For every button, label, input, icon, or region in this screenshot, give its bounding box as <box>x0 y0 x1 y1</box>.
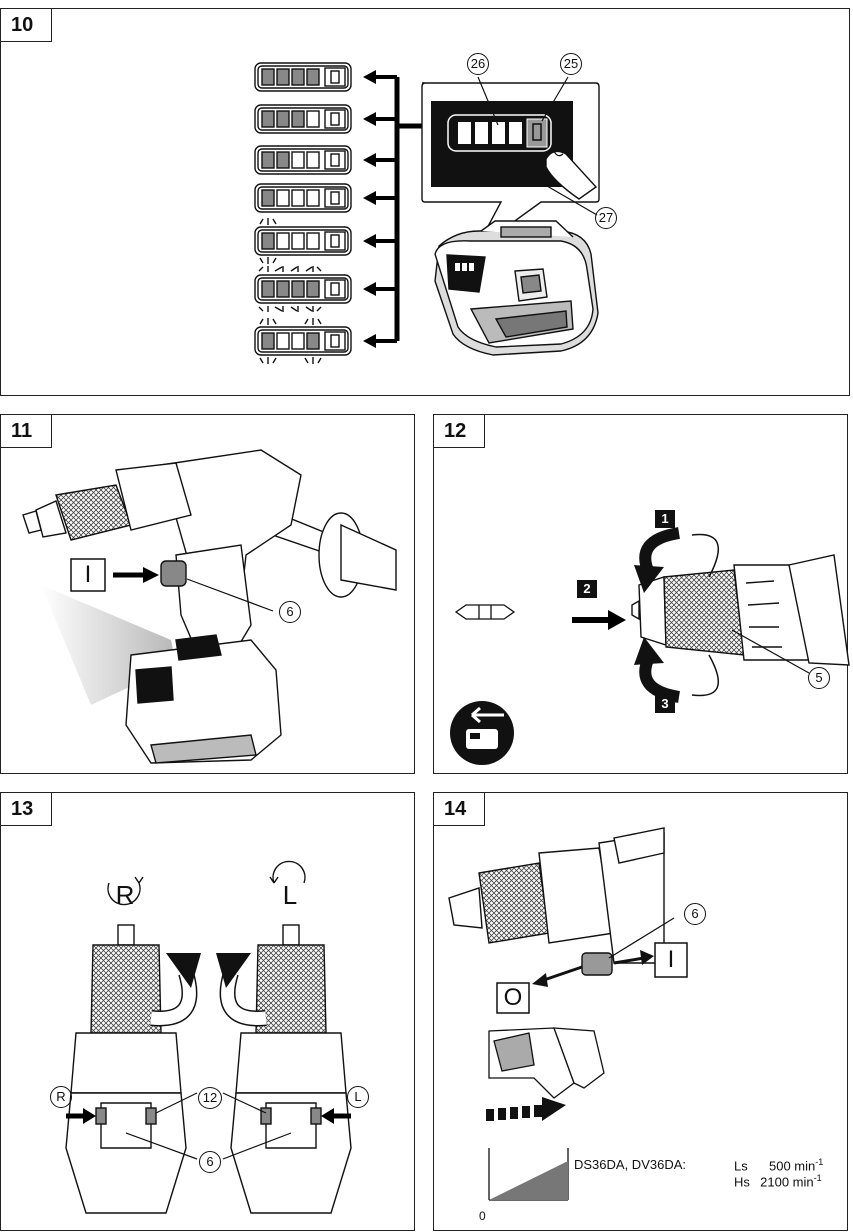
battery-pack-illustration <box>434 220 599 356</box>
speed-high: Hs 2100 min-1 <box>734 1173 822 1189</box>
callout-12: 12 <box>198 1087 222 1109</box>
figure-number: 13 <box>0 792 52 826</box>
speed-graph-zero: 0 <box>479 1209 486 1223</box>
battery-indicator-diagram <box>254 62 600 364</box>
drill-switch-illustration <box>22 449 397 764</box>
rotation-right-symbol: R <box>115 880 135 910</box>
speed-control-illustration <box>448 827 688 1201</box>
figure-14: 14 <box>433 792 848 1231</box>
speed-high-label: Hs <box>734 1174 750 1190</box>
figure-10: 10 <box>0 8 850 396</box>
callout-25: 25 <box>560 53 582 75</box>
switch-on-symbol: I <box>667 946 675 973</box>
speed-low: Ls 500 min-1 <box>734 1157 823 1173</box>
indicator-row-4-lit <box>254 62 352 92</box>
callout-26: 26 <box>467 53 489 75</box>
step-2: 2 <box>583 581 591 596</box>
bit-install-illustration <box>450 510 850 765</box>
callout-5: 5 <box>808 667 830 689</box>
switch-off-symbol: O <box>503 984 523 1011</box>
indicator-arrows <box>363 70 447 348</box>
callout-6: 6 <box>684 903 706 925</box>
figure-number: 10 <box>0 8 52 42</box>
rotation-right-small-symbol: R <box>50 1086 72 1108</box>
speed-unit-exp: -1 <box>815 1157 824 1167</box>
speed-low-label: Ls <box>734 1158 748 1174</box>
indicator-zoom-callout <box>421 76 600 250</box>
speed-high-value: 2100 min <box>760 1174 814 1190</box>
figure-11: 11 <box>0 414 415 774</box>
callout-6: 6 <box>199 1151 221 1173</box>
speed-models: DS36DA, DV36DA: <box>574 1157 686 1172</box>
speed-unit-exp: -1 <box>813 1173 822 1183</box>
indicator-row-ends-blinking <box>254 318 352 364</box>
rotation-switch-illustration <box>65 860 352 1214</box>
step-3: 3 <box>661 696 669 711</box>
rotation-left-small-symbol: L <box>347 1086 369 1108</box>
rotation-left-symbol: L <box>282 880 298 910</box>
figure-number: 14 <box>433 792 485 826</box>
indicator-row-1-lit <box>254 183 352 213</box>
figure-number: 11 <box>0 414 52 448</box>
callout-27: 27 <box>595 207 617 229</box>
indicator-row-1-blinking <box>254 218 352 264</box>
switch-on-symbol: I <box>84 561 92 588</box>
indicator-row-2-lit <box>254 145 352 175</box>
speed-low-value: 500 min <box>768 1158 816 1174</box>
step-1: 1 <box>661 511 669 526</box>
indicator-row-3-lit <box>254 104 352 134</box>
figure-13: 13 <box>0 792 415 1231</box>
callout-6: 6 <box>279 601 301 623</box>
indicator-row-all-blinking <box>254 266 352 312</box>
figure-number: 12 <box>433 414 485 448</box>
figure-12: 12 <box>433 414 850 774</box>
